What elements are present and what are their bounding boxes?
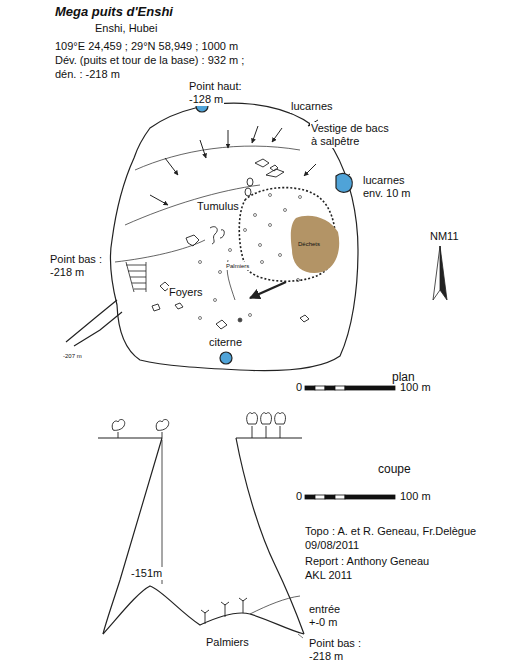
map-label: Foyers (168, 286, 204, 299)
map-label: lucarnes env. 10 m (362, 174, 424, 200)
map-label: Enshi, Hubei (95, 22, 157, 35)
map-label: Palmiers (225, 262, 250, 270)
map-label: NM11 (430, 230, 459, 243)
north-arrow (433, 246, 447, 300)
ground-left (98, 437, 162, 438)
rocks (152, 159, 309, 329)
map-label: 0 (296, 381, 302, 394)
map-label: -207 m (62, 352, 83, 360)
map-label: Tumulus (196, 200, 240, 213)
map-label: dén. : -218 m (55, 68, 120, 81)
map-label: Point haut: (188, 80, 243, 93)
ground-right (236, 437, 302, 438)
leader-line (298, 634, 303, 638)
section-view (98, 413, 304, 638)
map-label: AKL 2011 (305, 569, 352, 582)
map-label: -218 m (50, 266, 84, 279)
plan-view (66, 100, 447, 371)
map-label: 100 m (400, 381, 431, 394)
map-label: Topo : A. et R. Geneau, Fr.Delègue (305, 525, 476, 538)
map-label: -128 m (188, 93, 224, 106)
map-label: Vestige de bacs à salpêtre (310, 122, 390, 148)
cave-floor (103, 586, 304, 634)
shaft-wall-left (103, 438, 162, 634)
terrace-line (115, 240, 205, 262)
map-label: Dév. (puits et tour de la base) : 932 m … (55, 54, 244, 67)
steps (126, 262, 146, 292)
skylight-water (336, 174, 352, 193)
map-title: Mega puits d'Enshi (55, 5, 173, 18)
cistern (220, 352, 232, 364)
trees (112, 413, 285, 624)
scale-bar (305, 386, 395, 499)
map-label: Point bas : (50, 253, 102, 266)
map-label: -151m (130, 567, 163, 580)
side-passage (66, 300, 122, 346)
waste-area (291, 216, 339, 273)
map-label: +-0 m (308, 616, 338, 629)
terrace-line (135, 146, 300, 170)
shaft-wall-right (236, 438, 304, 634)
plumb-line (162, 440, 163, 584)
map-label: coupe (378, 462, 411, 476)
map-label: 109°E 24,459 ; 29°N 58,949 ; 1000 m (55, 40, 238, 53)
map-label: 09/08/2011 (305, 539, 359, 552)
map-label: Point bas : (308, 637, 362, 650)
map-label: 100 m (400, 490, 431, 503)
map-label: Report : Anthony Geneau (305, 555, 429, 568)
map-label: lucarnes (290, 100, 334, 113)
map-label: 0 (296, 490, 302, 503)
map-label: -218 m (308, 650, 344, 663)
map-label: Palmiers (205, 636, 250, 649)
map-label: entrée (308, 603, 341, 616)
slope (250, 596, 300, 614)
map-label: Déchets (297, 240, 321, 248)
map-label: citerne (208, 336, 243, 349)
